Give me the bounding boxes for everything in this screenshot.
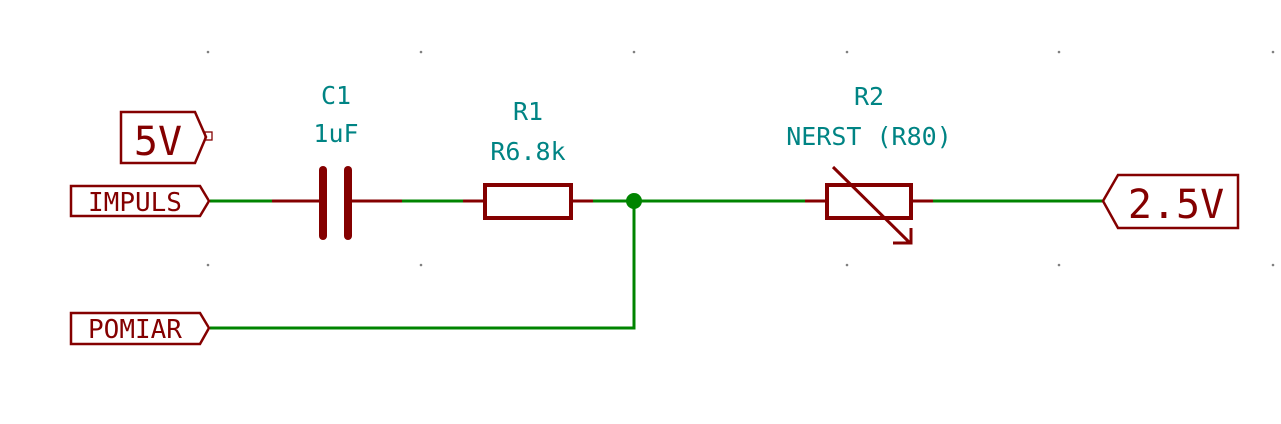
grid-dot (1271, 50, 1275, 54)
label-pomiar-text: POMIAR (88, 315, 182, 345)
grid-dot (1057, 50, 1061, 54)
grid-dot (419, 50, 423, 54)
pin-marker-icon (204, 131, 213, 141)
label-2v5-text: 2.5V (1128, 182, 1224, 228)
grid-dot (1057, 263, 1061, 267)
r2-reference: R2 (854, 82, 884, 111)
c1-reference: C1 (321, 81, 351, 110)
label-impuls-outline (69, 184, 211, 218)
grid-dot (206, 263, 210, 267)
thermistor-r2[interactable]: R2 NERST (R80) (786, 82, 952, 245)
capacitor-c1[interactable]: C1 1uF (272, 81, 402, 240)
r1-reference: R1 (513, 97, 543, 126)
r1-value: R6.8k (490, 137, 565, 166)
junction-dot[interactable] (626, 193, 642, 209)
label-2v5-outline (1101, 173, 1240, 230)
r2-variable-arrow (831, 165, 912, 245)
r2-body (825, 183, 913, 220)
label-2v5[interactable]: 2.5V (1101, 173, 1240, 230)
label-impuls[interactable]: IMPULS (69, 184, 211, 218)
wires (210, 199, 1103, 330)
label-impuls-text: IMPULS (88, 188, 182, 218)
wire-pomiar[interactable] (210, 201, 636, 330)
grid-dot (1271, 263, 1275, 267)
resistor-r1[interactable]: R1 R6.8k (463, 97, 593, 220)
grid-dot (206, 50, 210, 54)
grid-dots (206, 50, 1275, 267)
label-5v-outline (119, 110, 208, 165)
grid-dot (632, 50, 636, 54)
label-pomiar[interactable]: POMIAR (69, 311, 211, 346)
grid-dot (845, 263, 849, 267)
label-pomiar-outline (69, 311, 211, 346)
r2-value: NERST (R80) (786, 122, 952, 151)
r2-arrow-head-icon (893, 228, 913, 245)
label-5v[interactable]: 5V (119, 110, 213, 165)
label-5v-text: 5V (134, 119, 182, 165)
grid-dot (845, 50, 849, 54)
r1-body (483, 183, 573, 220)
c1-value: 1uF (313, 119, 358, 148)
grid-dot (419, 263, 423, 267)
